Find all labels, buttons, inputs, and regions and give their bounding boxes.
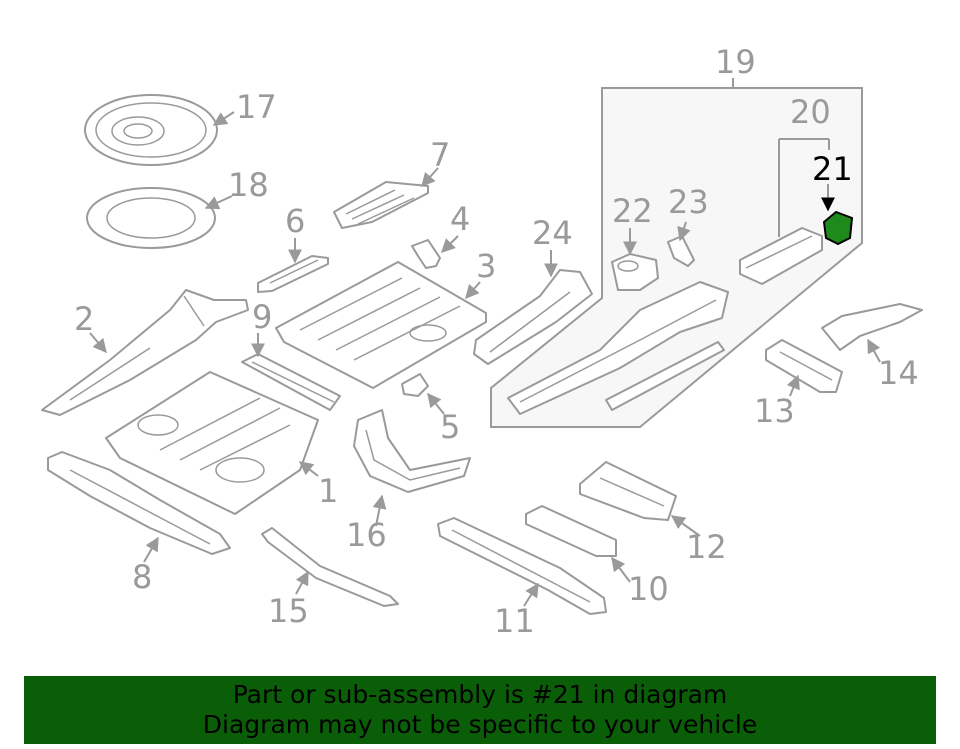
part-19-rear-side-member-assy[interactable] [507, 281, 729, 415]
callout-23: 23 [668, 183, 709, 221]
part-11-crossmember-long[interactable] [437, 517, 607, 615]
part-10-crossmember[interactable] [525, 505, 631, 583]
bracket-20 [778, 138, 830, 237]
part-9-floor-strip[interactable] [241, 333, 341, 411]
callout-15: 15 [268, 592, 309, 630]
part-3-rear-floor-pan[interactable] [275, 261, 487, 389]
part-17-speaker-panel[interactable] [84, 94, 235, 166]
part-15-reinforcement[interactable] [261, 527, 399, 607]
callout-19: 19 [715, 43, 756, 81]
callout-9: 9 [252, 298, 272, 336]
callout-2: 2 [74, 300, 94, 338]
part-13-reinforcement[interactable] [765, 339, 843, 397]
part-12-bracket[interactable] [579, 461, 701, 537]
part-8-floor-side-rail[interactable] [47, 451, 231, 563]
callout-18: 18 [228, 166, 269, 204]
callout-11: 11 [494, 602, 535, 640]
part-1-rear-floor[interactable] [105, 371, 319, 515]
part-16-wheelhouse[interactable] [353, 409, 471, 527]
part-22-mount[interactable] [611, 228, 659, 291]
callout-4: 4 [450, 200, 470, 238]
callout-1: 1 [318, 472, 338, 510]
callout-5: 5 [440, 408, 460, 446]
callout-17: 17 [236, 88, 277, 126]
callout-8: 8 [132, 558, 152, 596]
part-20-rail-extension[interactable] [739, 227, 823, 285]
callout-21: 21 [812, 150, 853, 188]
callout-22: 22 [612, 192, 653, 230]
part-5-small-bracket[interactable] [401, 373, 445, 415]
callout-3: 3 [476, 247, 496, 285]
part-24-side-extension[interactable] [473, 250, 593, 365]
banner-line-2: Diagram may not be specific to your vehi… [202, 710, 758, 739]
callout-14: 14 [878, 354, 919, 392]
part-21-bracket-highlighted[interactable] [821, 184, 854, 246]
part-18-speaker-pad[interactable] [86, 187, 233, 249]
callout-12: 12 [686, 528, 727, 566]
part-4-bracket[interactable] [411, 235, 459, 269]
info-banner: Part or sub-assembly is #21 in diagram D… [24, 676, 936, 744]
part-14-bracket[interactable] [821, 303, 923, 363]
banner-line-1: Part or sub-assembly is #21 in diagram [232, 680, 728, 709]
part-2-rear-side-member[interactable] [41, 289, 249, 416]
callout-7: 7 [430, 136, 450, 174]
callout-24: 24 [532, 214, 573, 252]
callout-6: 6 [285, 202, 305, 240]
part-23-bracket[interactable] [667, 221, 695, 267]
callout-13: 13 [754, 392, 795, 430]
callout-10: 10 [628, 570, 669, 608]
callout-16: 16 [346, 516, 387, 554]
callout-20: 20 [790, 93, 831, 131]
part-7-floor-bracket[interactable] [333, 167, 439, 229]
part-6-crossmember-small[interactable] [257, 238, 329, 293]
